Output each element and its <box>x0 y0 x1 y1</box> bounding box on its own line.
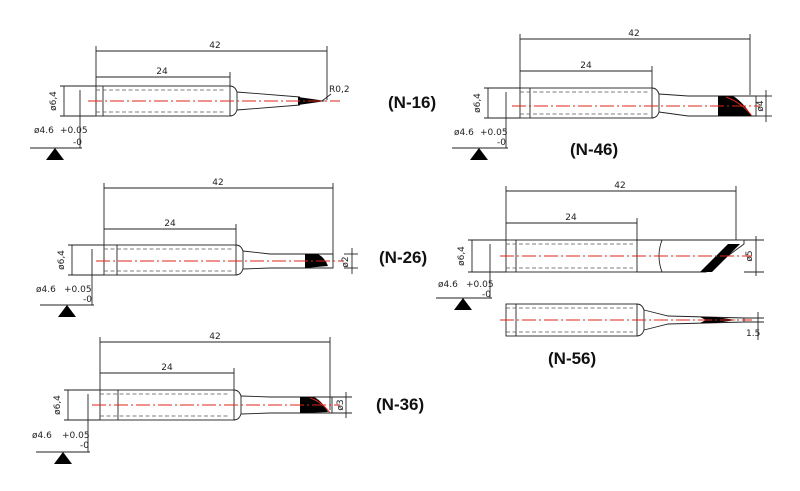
surface-triangle-icon <box>54 452 72 464</box>
tip-dim: ø3 <box>336 399 346 410</box>
surface-triangle-icon <box>46 148 64 160</box>
diameter-body: ø6,4 <box>53 395 63 415</box>
surface-triangle-icon <box>454 298 472 310</box>
diameter-bore: ø4.6 <box>36 285 56 295</box>
tolerance-minus: -0 <box>482 290 491 300</box>
diameter-bore: ø4.6 <box>34 126 54 136</box>
length-shank: 24 <box>565 213 577 223</box>
tolerance-minus: -0 <box>83 295 92 305</box>
diameter-bore: ø4.6 <box>454 128 474 138</box>
tolerance-minus: -0 <box>497 138 506 148</box>
tip-drawing-n46: 42 24 ø4 ø6,4 ø4.6 +0.05 -0 (N-46) <box>452 29 772 160</box>
length-shank: 24 <box>580 61 592 71</box>
tip-dim: R0,2 <box>329 85 350 95</box>
length-shank: 24 <box>164 219 176 229</box>
tip-label: (N-16) <box>388 93 436 112</box>
diameter-body: ø6,4 <box>57 250 67 270</box>
surface-triangle-icon <box>470 148 488 160</box>
diameter-body: ø6,4 <box>473 93 483 113</box>
tip-label: (N-36) <box>376 395 424 414</box>
tolerance-plus: +0.05 <box>64 285 92 295</box>
tolerance-plus: +0.05 <box>60 126 88 136</box>
diameter-body: ø6,4 <box>457 246 467 266</box>
length-total: 42 <box>209 332 220 342</box>
tolerance-minus: -0 <box>73 138 82 148</box>
length-shank: 24 <box>156 67 168 77</box>
length-total: 42 <box>212 178 223 188</box>
length-total: 42 <box>209 41 220 51</box>
length-total: 42 <box>628 29 639 39</box>
tip-drawing-n16: 42 24 R0,2 ø6,4 ø4.6 +0.05 -0 (N-16) <box>30 41 436 160</box>
length-total: 42 <box>614 181 625 191</box>
tolerance-plus: +0.05 <box>480 128 508 138</box>
surface-triangle-icon <box>58 305 76 317</box>
tip-dim: ø5 <box>745 250 755 261</box>
tip-dim: ø4 <box>756 100 766 112</box>
tip-dim: ø2 <box>341 256 351 267</box>
tip-label: (N-56) <box>548 349 596 368</box>
diameter-body: ø6,4 <box>49 91 59 111</box>
diameter-bore: ø4.6 <box>438 280 458 290</box>
tolerance-minus: -0 <box>80 441 89 451</box>
tip-drawing-n36: 42 24 ø3 ø6,4 ø4.6 +0.05 -0 (N-36) <box>32 332 424 464</box>
tolerance-plus: +0.05 <box>62 431 90 441</box>
tip-dim-thickness: 1.5 <box>746 329 760 339</box>
tip-label: (N-46) <box>570 140 618 159</box>
length-shank: 24 <box>161 363 173 373</box>
tip-drawing-n26: 42 24 ø2 ø6,4 ø4.6 +0.05 -0 (N-26) <box>36 178 427 317</box>
diameter-bore: ø4.6 <box>32 431 52 441</box>
tip-drawing-n56: 42 24 ø5 ø6,4 ø4.6 +0.05 -0 <box>436 181 764 368</box>
tip-label: (N-26) <box>379 248 427 267</box>
tolerance-plus: +0.05 <box>466 280 494 290</box>
